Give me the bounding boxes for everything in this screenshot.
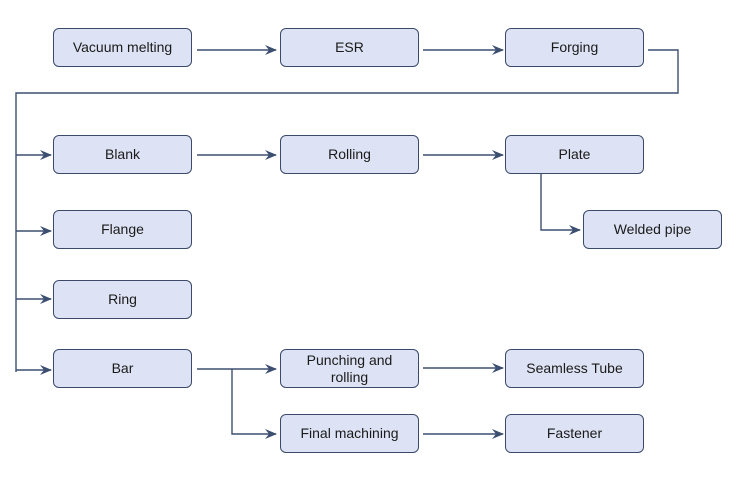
node-forging: Forging bbox=[505, 28, 644, 67]
node-esr: ESR bbox=[280, 28, 419, 67]
node-welded-pipe: Welded pipe bbox=[583, 210, 722, 249]
node-plate: Plate bbox=[505, 135, 644, 174]
node-seamless-tube: Seamless Tube bbox=[505, 349, 644, 388]
node-blank: Blank bbox=[53, 135, 192, 174]
node-ring: Ring bbox=[53, 280, 192, 319]
node-flange: Flange bbox=[53, 210, 192, 249]
arrow-bar-to-final-machining bbox=[231, 369, 277, 439]
node-final-machining: Final machining bbox=[280, 414, 419, 453]
node-bar: Bar bbox=[53, 349, 192, 388]
node-vacuum-melting: Vacuum melting bbox=[53, 28, 192, 67]
node-rolling: Rolling bbox=[280, 135, 419, 174]
node-fastener: Fastener bbox=[505, 414, 644, 453]
node-punching-and-rolling: Punching and rolling bbox=[280, 349, 419, 388]
connector-forging-return-line bbox=[15, 49, 679, 372]
arrow-plate-to-welded-pipe bbox=[540, 174, 581, 235]
